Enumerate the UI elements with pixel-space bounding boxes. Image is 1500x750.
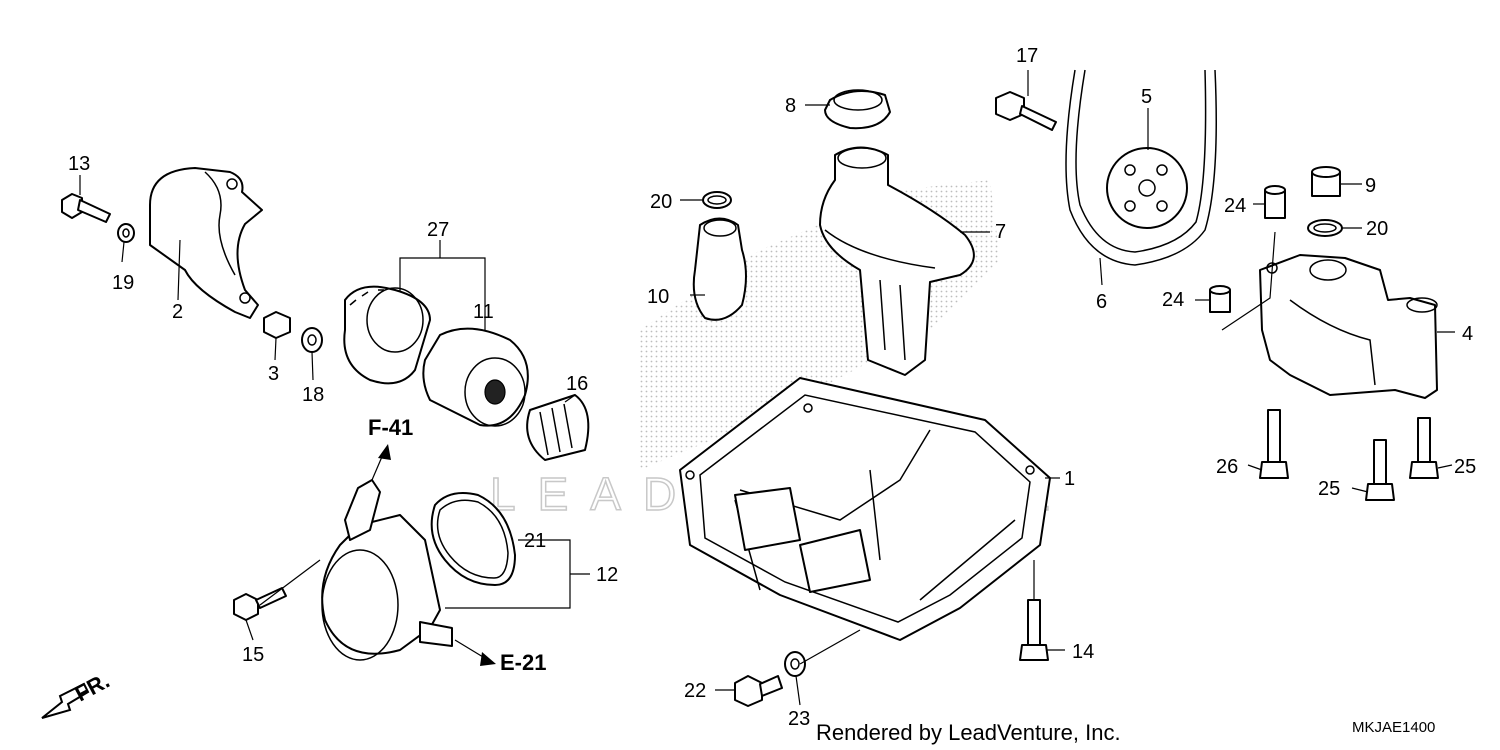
callout-25-right: 25: [1454, 456, 1476, 478]
part-1-oil-pan[interactable]: [679, 377, 1051, 641]
callout-26: 26: [1216, 456, 1238, 478]
part-22-drain-plug[interactable]: [734, 675, 783, 707]
part-8-cap[interactable]: [824, 89, 891, 130]
callout-10: 10: [647, 286, 669, 308]
callout-23: 23: [788, 708, 810, 730]
callout-16: 16: [566, 373, 588, 395]
part-14-bolt[interactable]: [1019, 599, 1049, 661]
callout-25-left: 25: [1318, 478, 1340, 500]
part-3-bolt[interactable]: [263, 311, 291, 339]
part-26-bolt[interactable]: [1259, 409, 1289, 479]
callout-2: 2: [172, 301, 183, 323]
part-7-strainer-body[interactable]: [819, 146, 975, 376]
f41-arrow: [371, 444, 391, 481]
part-16-spring[interactable]: [526, 394, 590, 461]
front-arrow: [41, 682, 90, 719]
callout-24-lower: 24: [1162, 289, 1184, 311]
part-11-oil-filter[interactable]: [422, 327, 529, 427]
callout-15: 15: [242, 644, 264, 666]
callout-21: 21: [524, 530, 546, 552]
part-13-bolt[interactable]: [61, 193, 111, 223]
callout-17: 17: [1016, 45, 1038, 67]
callout-9: 9: [1365, 175, 1376, 197]
part-18-washer[interactable]: [301, 327, 323, 353]
part-24-dowel-upper[interactable]: [1264, 185, 1286, 219]
front-label: FR.: [71, 668, 114, 707]
callout-14: 14: [1072, 641, 1094, 663]
e21-arrow: [454, 639, 496, 666]
callout-5: 5: [1141, 86, 1152, 108]
diagram-code: MKJAE1400: [1352, 719, 1435, 736]
part-24-dowel-lower[interactable]: [1209, 285, 1231, 313]
callout-labels: 1 2 3 4 5 6 7 8 9 10 11 12 13 14 15 16 1…: [68, 45, 1476, 730]
part-5-sprocket[interactable]: [1106, 147, 1188, 229]
callout-27: 27: [427, 219, 449, 241]
callout-6: 6: [1096, 291, 1107, 313]
part-23-washer[interactable]: [784, 651, 806, 677]
part-15-bolt[interactable]: [233, 587, 287, 621]
callout-12: 12: [596, 564, 618, 586]
callout-1: 1: [1064, 468, 1075, 490]
callout-20-right: 20: [1366, 218, 1388, 240]
leader-lines: [79, 70, 1455, 706]
callout-8: 8: [785, 95, 796, 117]
rendered-by-text: Rendered by LeadVenture, Inc.: [816, 720, 1121, 745]
callout-3: 3: [268, 363, 279, 385]
part-20-oring-left[interactable]: [702, 191, 732, 209]
part-10-strainer[interactable]: [692, 217, 747, 321]
callout-4: 4: [1462, 323, 1473, 345]
callout-19: 19: [112, 272, 134, 294]
callout-7: 7: [995, 221, 1006, 243]
part-21-gasket[interactable]: [430, 492, 516, 586]
part-6-chain[interactable]: [1065, 69, 1217, 266]
reference-f41: F-41: [368, 415, 413, 440]
part-20-oring-right[interactable]: [1307, 219, 1343, 237]
part-12-oil-cooler[interactable]: [321, 479, 453, 661]
part-25-bolt-right[interactable]: [1409, 417, 1439, 479]
callout-13: 13: [68, 153, 90, 175]
part-17-bolt[interactable]: [995, 91, 1057, 131]
part-25-bolt-left[interactable]: [1365, 439, 1395, 501]
part-27-filter-housing[interactable]: [343, 285, 431, 385]
callout-18: 18: [302, 384, 324, 406]
part-19-washer[interactable]: [117, 223, 135, 243]
callout-11: 11: [473, 301, 494, 323]
callout-22: 22: [684, 680, 706, 702]
part-2-cover[interactable]: [149, 167, 263, 319]
part-9-collar[interactable]: [1311, 166, 1341, 197]
part-4-oil-pump[interactable]: [1259, 254, 1438, 399]
callout-24-upper: 24: [1224, 195, 1246, 217]
reference-e21: E-21: [500, 650, 546, 675]
callout-20-left: 20: [650, 191, 672, 213]
